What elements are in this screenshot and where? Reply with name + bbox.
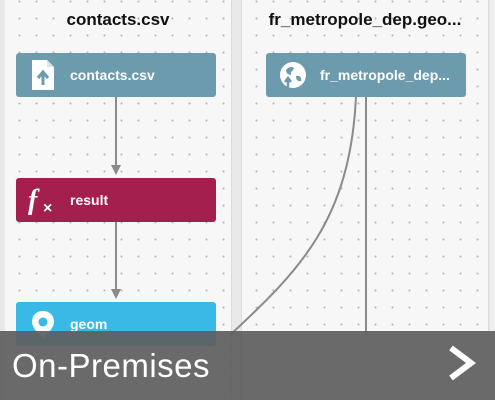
node-contacts-csv[interactable]: contacts.csv (16, 53, 216, 97)
chevron-right-icon[interactable] (445, 345, 477, 386)
svg-text:×: × (43, 200, 52, 215)
banner-title: On-Premises (12, 346, 211, 384)
function-icon: f × (26, 183, 60, 217)
on-premises-banner[interactable]: On-Premises (0, 331, 495, 400)
node-result[interactable]: f × result (16, 178, 216, 222)
file-upload-icon (26, 58, 60, 92)
svg-text:f: f (28, 185, 40, 215)
node-label: geom (70, 316, 108, 332)
globe-upload-icon (276, 58, 310, 92)
node-label: result (70, 192, 109, 208)
node-fr-metropole-dep[interactable]: fr_metropole_dep... (266, 53, 466, 97)
node-label: contacts.csv (70, 67, 155, 83)
lane-title: contacts.csv (66, 10, 170, 29)
lane-next (491, 0, 495, 400)
lane-title: fr_metropole_dep.geo... (268, 10, 462, 29)
node-label: fr_metropole_dep... (320, 67, 450, 83)
